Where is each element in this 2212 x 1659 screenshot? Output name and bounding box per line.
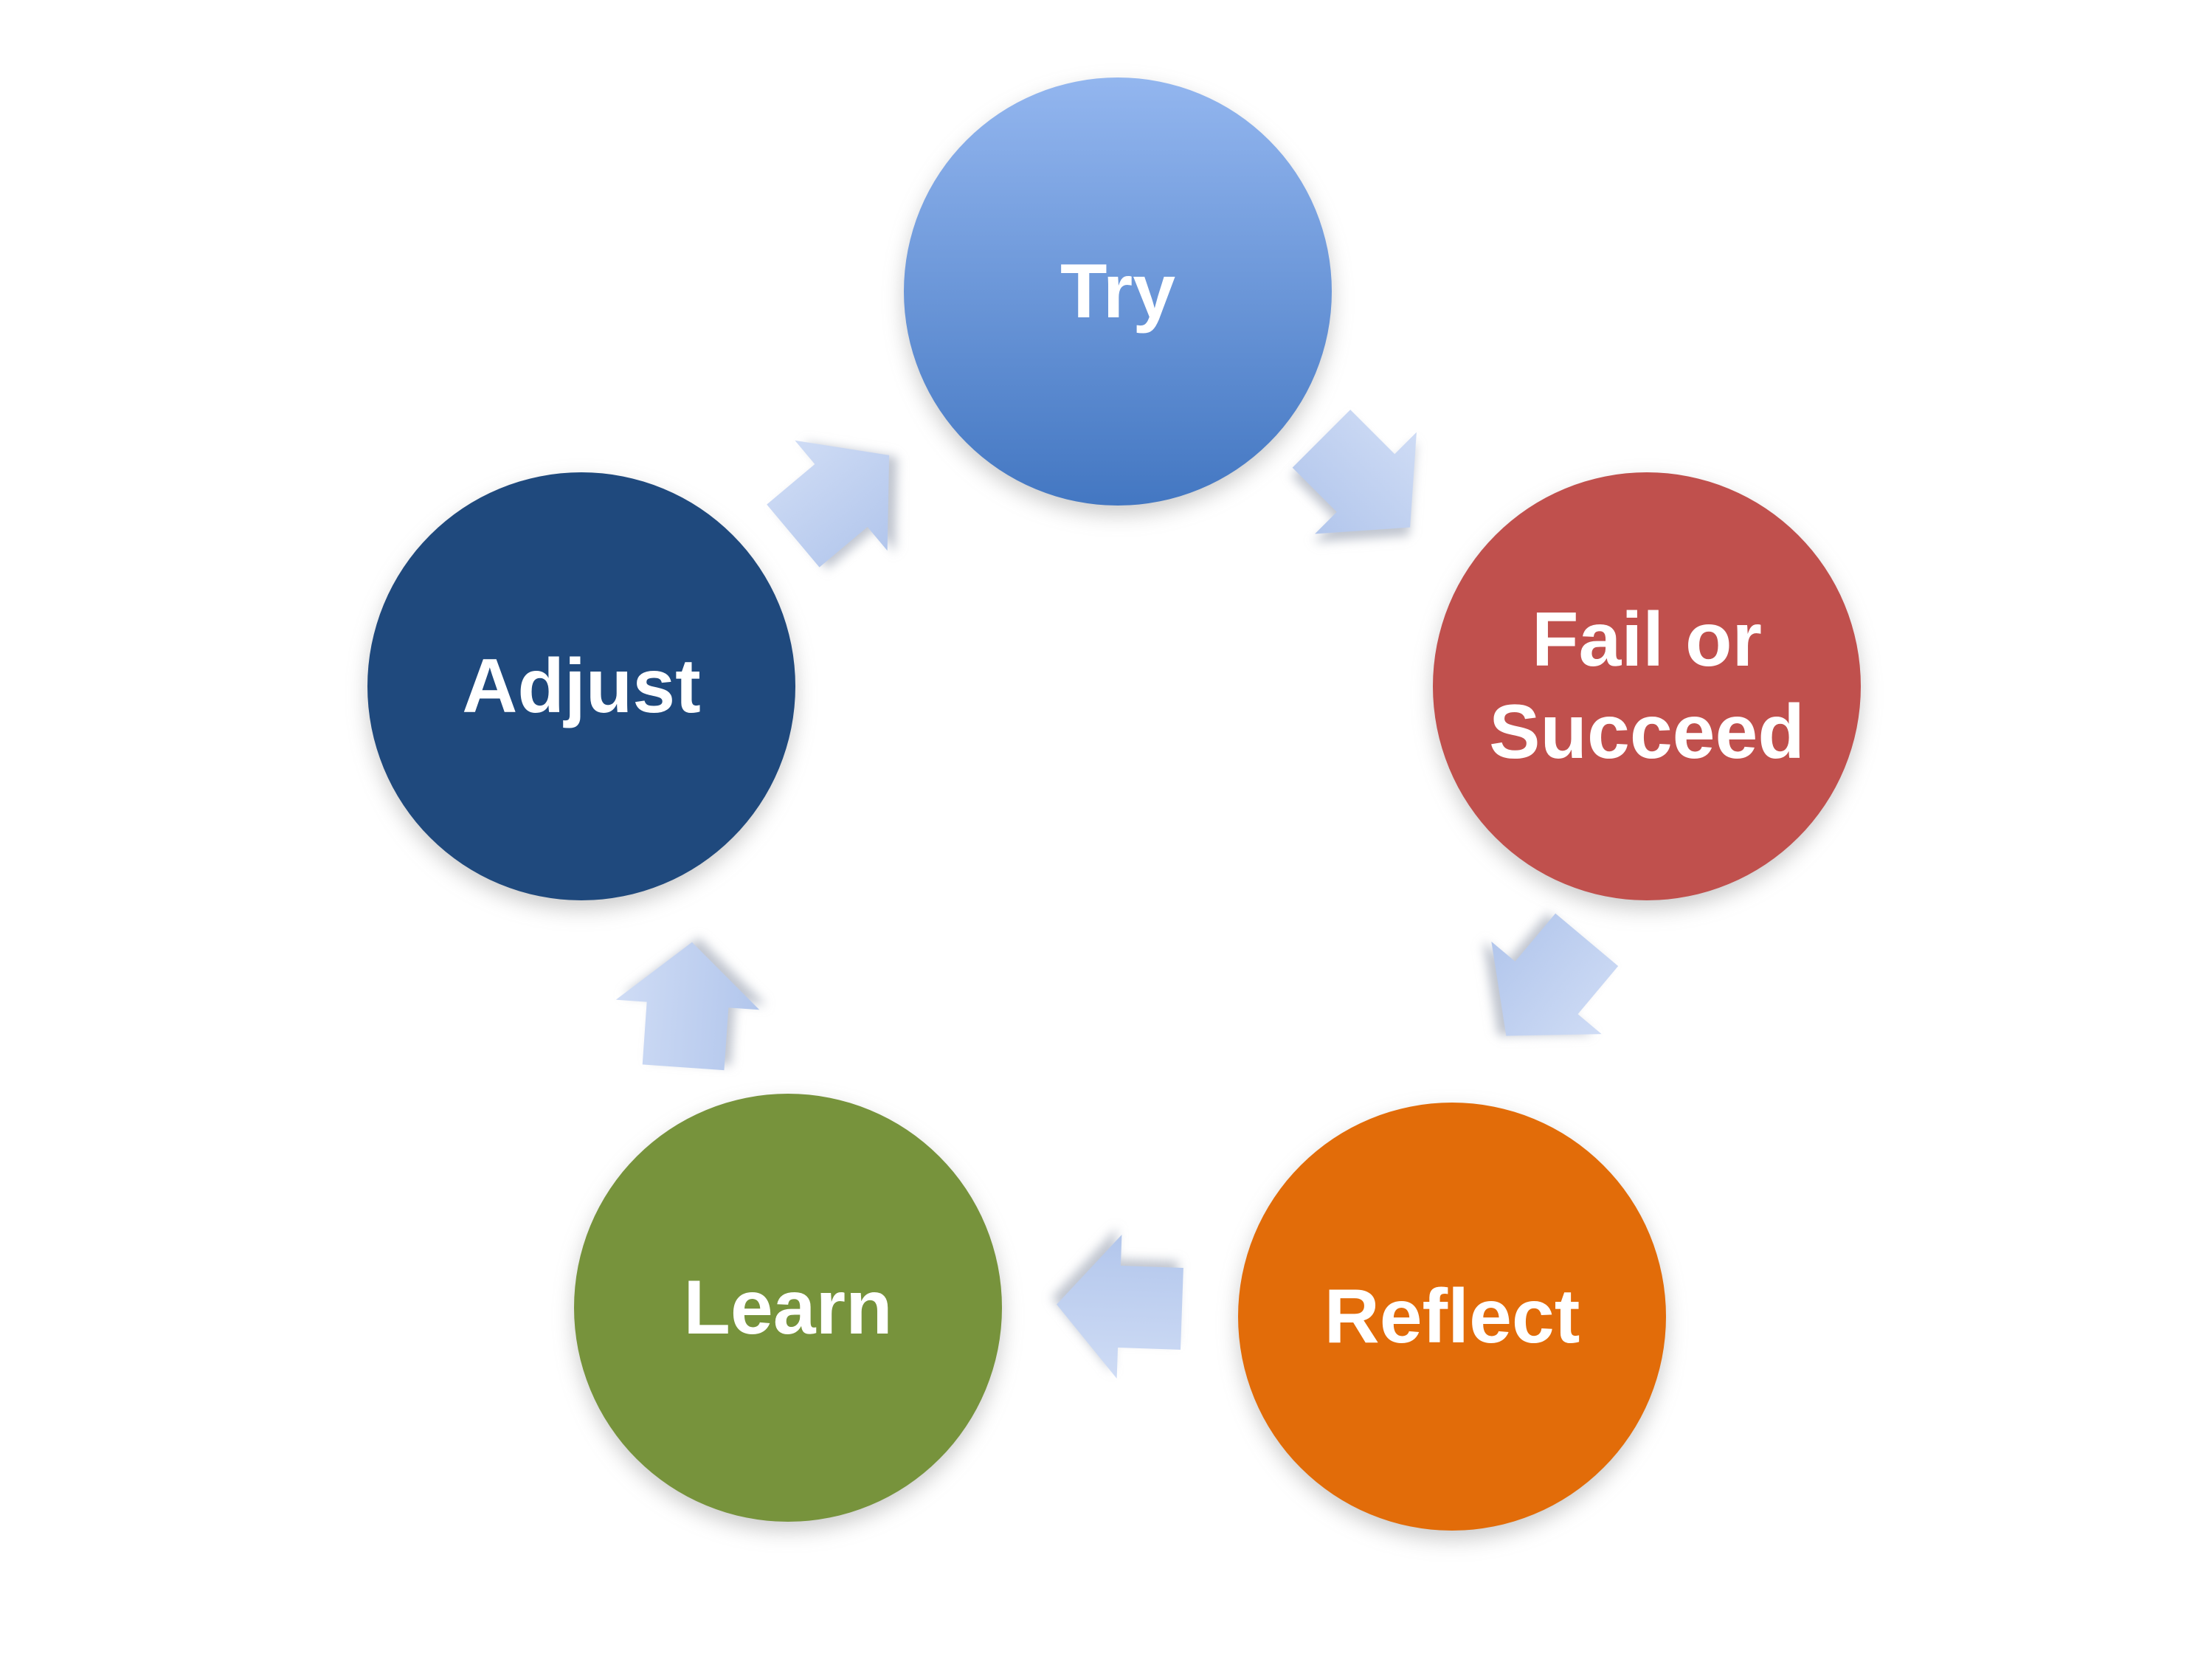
arrow-adjust-to-try-icon (767, 440, 890, 568)
node-reflect: Reflect (1238, 1103, 1666, 1531)
node-fail-or-succeed: Fail or Succeed (1433, 472, 1861, 900)
node-adjust-label: Adjust (462, 643, 701, 729)
node-adjust: Adjust (367, 472, 795, 900)
node-try-label: Try (1060, 248, 1176, 334)
arrow-learn-to-adjust-icon (615, 942, 760, 1071)
node-learn: Learn (574, 1094, 1002, 1522)
arrow-reflect-to-learn-icon (1057, 1235, 1183, 1379)
arrow-try-to-fail-icon (1292, 410, 1417, 534)
node-try: Try (904, 77, 1332, 506)
node-learn-label: Learn (683, 1264, 893, 1351)
node-reflect-label: Reflect (1324, 1273, 1580, 1359)
arrow-fail-to-reflect-icon (1491, 913, 1619, 1036)
node-fail-or-succeed-label: Fail or Succeed (1489, 597, 1805, 775)
